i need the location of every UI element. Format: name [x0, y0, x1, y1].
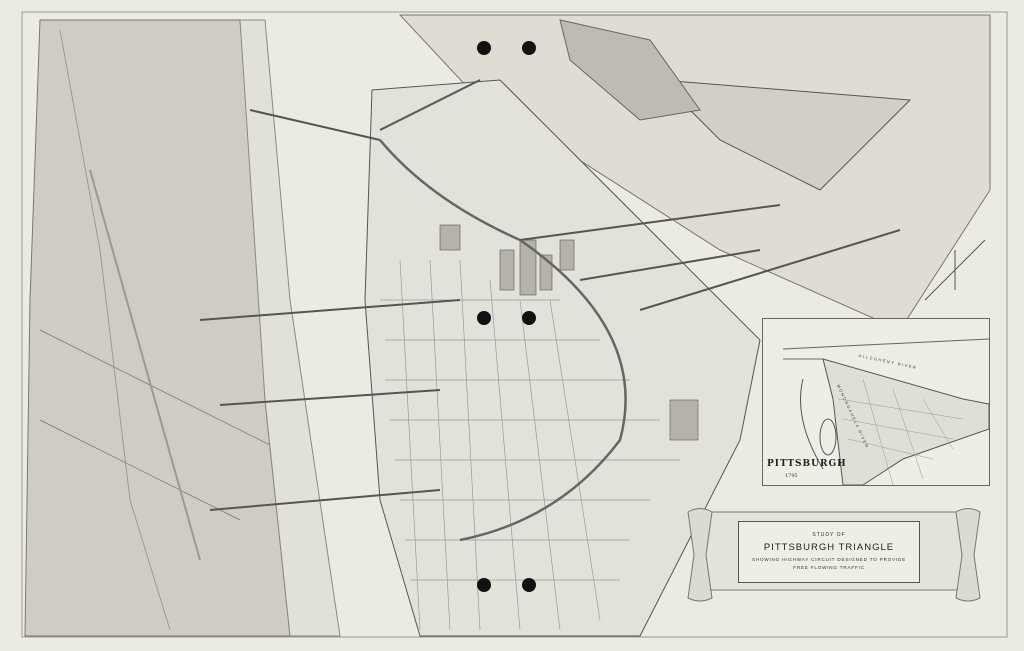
downtown-triangle	[364, 79, 761, 637]
caption-title: PITTSBURGH TRIANGLE	[763, 542, 895, 553]
inset-map-1795: ALLEGHENY RIVER MONONGAHELA RIVER PITTSB…	[762, 318, 990, 486]
binding-hole	[522, 578, 536, 592]
inset-map-drawing	[782, 338, 989, 485]
caption-line: SHOWING HIGHWAY CIRCUIT DESIGNED TO PROV…	[751, 557, 907, 562]
river	[239, 19, 341, 637]
caption-line: STUDY OF	[812, 532, 846, 538]
inset-year: 1795	[785, 473, 798, 479]
binding-hole	[477, 41, 491, 55]
binding-hole	[522, 41, 536, 55]
caption-line: FREE FLOWING TRAFFIC	[793, 565, 865, 570]
binding-hole	[477, 311, 491, 325]
inset-title: PITTSBURGH	[767, 459, 847, 469]
map-caption: STUDY OF PITTSBURGH TRIANGLE SHOWING HIG…	[738, 521, 920, 583]
binding-hole	[477, 578, 491, 592]
binding-hole	[522, 311, 536, 325]
